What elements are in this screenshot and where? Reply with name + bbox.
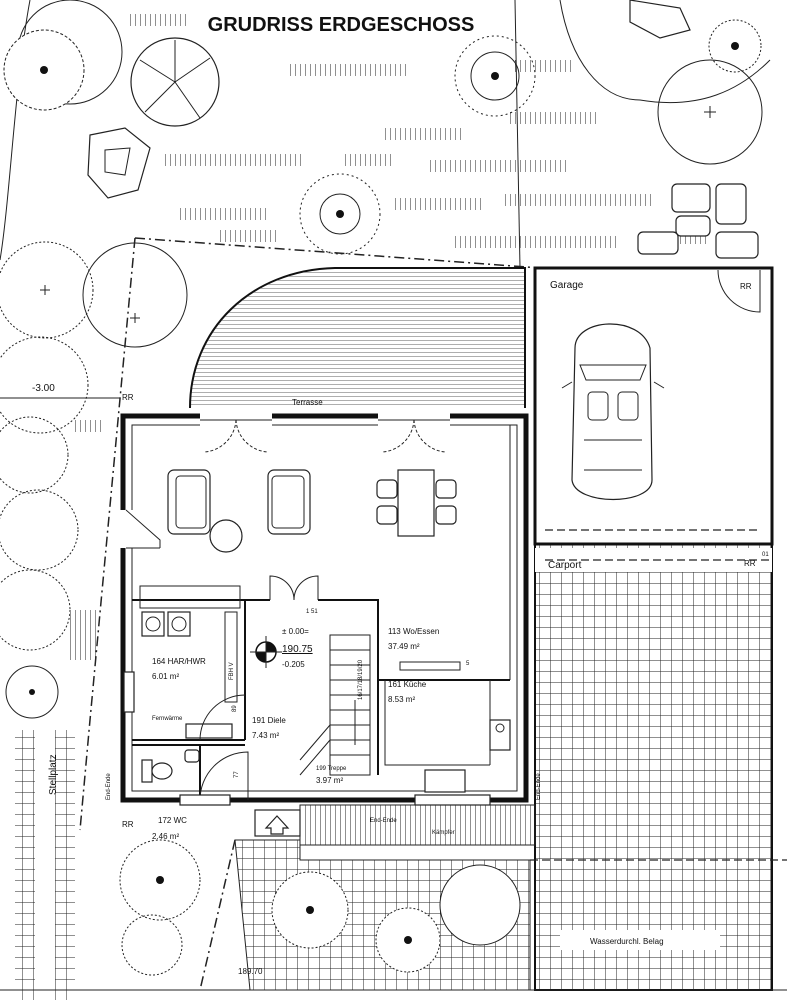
label-stair-note: 16/17/18/19/20 (358, 659, 364, 700)
label-77: 77 (234, 771, 240, 778)
toilet-icon (141, 759, 173, 783)
dining-table-icon (376, 469, 457, 537)
label-treppe: 199 Treppe (316, 766, 347, 772)
label-wo-essen: 113 Wo/Essen (388, 627, 439, 636)
label-har: 164 HAR/HWR (152, 657, 206, 666)
label-kueche: 161 Küche (388, 680, 427, 689)
label-wasser: Wasserdurchl. Belag (590, 937, 664, 946)
label-rr-bottom: RR (122, 820, 134, 829)
car-icon (561, 323, 665, 501)
label-carport: Carport (548, 560, 582, 571)
label-rr-garage: RR (740, 282, 752, 291)
shrub-icon (629, 0, 691, 39)
diele-door (269, 575, 319, 601)
entrance-arrow-icon (264, 815, 290, 835)
label-diele: 191 Diele (252, 716, 286, 725)
label-wc: 172 WC (158, 816, 187, 825)
tree-icon (657, 59, 763, 165)
tree-icon (0, 336, 89, 434)
armchair-icon (267, 469, 311, 535)
tree-icon (0, 241, 94, 339)
label-diele-area: 7.43 m² (252, 731, 279, 740)
tree-icon (119, 839, 201, 976)
label-elev-zero: ± 0.00= (282, 627, 309, 636)
label-har-area: 6.01 m² (152, 672, 179, 681)
shrub-icon (0, 416, 79, 719)
tree-icon (3, 0, 123, 111)
label-fernwaerme: Fernwärme (152, 716, 183, 722)
chair-icon (376, 479, 457, 525)
grass-row (70, 14, 710, 660)
tree-icon (299, 173, 381, 255)
stair (299, 634, 371, 776)
tree-icon (439, 864, 521, 946)
tree-icon (130, 37, 220, 127)
terrace-door-left (200, 419, 272, 453)
tree-icon (271, 871, 349, 949)
terrace-door-right (378, 419, 450, 453)
label-rr-left: RR (122, 393, 134, 402)
label-end-bottom: End-Ende (370, 818, 397, 824)
label-elev-minus: -0.205 (282, 660, 305, 669)
tree-icon (375, 907, 441, 973)
carport (530, 543, 787, 991)
label-kueche-area: 8.53 m² (388, 695, 415, 704)
label-bottom-level: 189.70 (238, 967, 263, 976)
tree-icon (454, 35, 536, 117)
label-terrasse: Terrasse (292, 398, 323, 407)
label-garage: Garage (550, 280, 584, 291)
side-table (209, 519, 243, 553)
label-stellplatz: Stellplatz (48, 754, 59, 795)
sofa-icon (167, 469, 211, 535)
house (118, 412, 530, 806)
terrace (189, 267, 526, 409)
elevation-marker-icon (250, 636, 282, 668)
label-end-left: End-Ende (106, 773, 112, 800)
stepping-stones (637, 183, 759, 259)
label-elev-19075: 190.75 (282, 644, 313, 655)
garage (533, 266, 774, 546)
label-level-left: -3.00 (32, 383, 55, 394)
garden-area (0, 0, 771, 831)
sink-icon (184, 749, 200, 763)
label-5: 5 (466, 661, 470, 667)
front-area (0, 730, 787, 1000)
label-treppe-area: 3.97 m² (316, 776, 343, 785)
label-step-151: 1 51 (306, 609, 318, 615)
washing-machine-icon (141, 611, 191, 637)
page-title: GRUDRISS ERDGESCHOSS (208, 14, 475, 36)
tree-icon (708, 19, 762, 73)
shrub-icon (87, 127, 151, 199)
label-89: 89 (232, 705, 238, 712)
label-wo-essen-area: 37.49 m² (388, 642, 420, 651)
label-fbhv: FBH V (229, 662, 235, 680)
label-end-right: End-Ende (536, 773, 542, 800)
label-wc-area: 2.46 m² (152, 832, 179, 841)
tree-icon (82, 242, 188, 348)
label-kampfer: Kämpfer (432, 830, 455, 836)
label-01: 01 (762, 552, 769, 558)
label-rr-carport: RR (744, 559, 756, 568)
